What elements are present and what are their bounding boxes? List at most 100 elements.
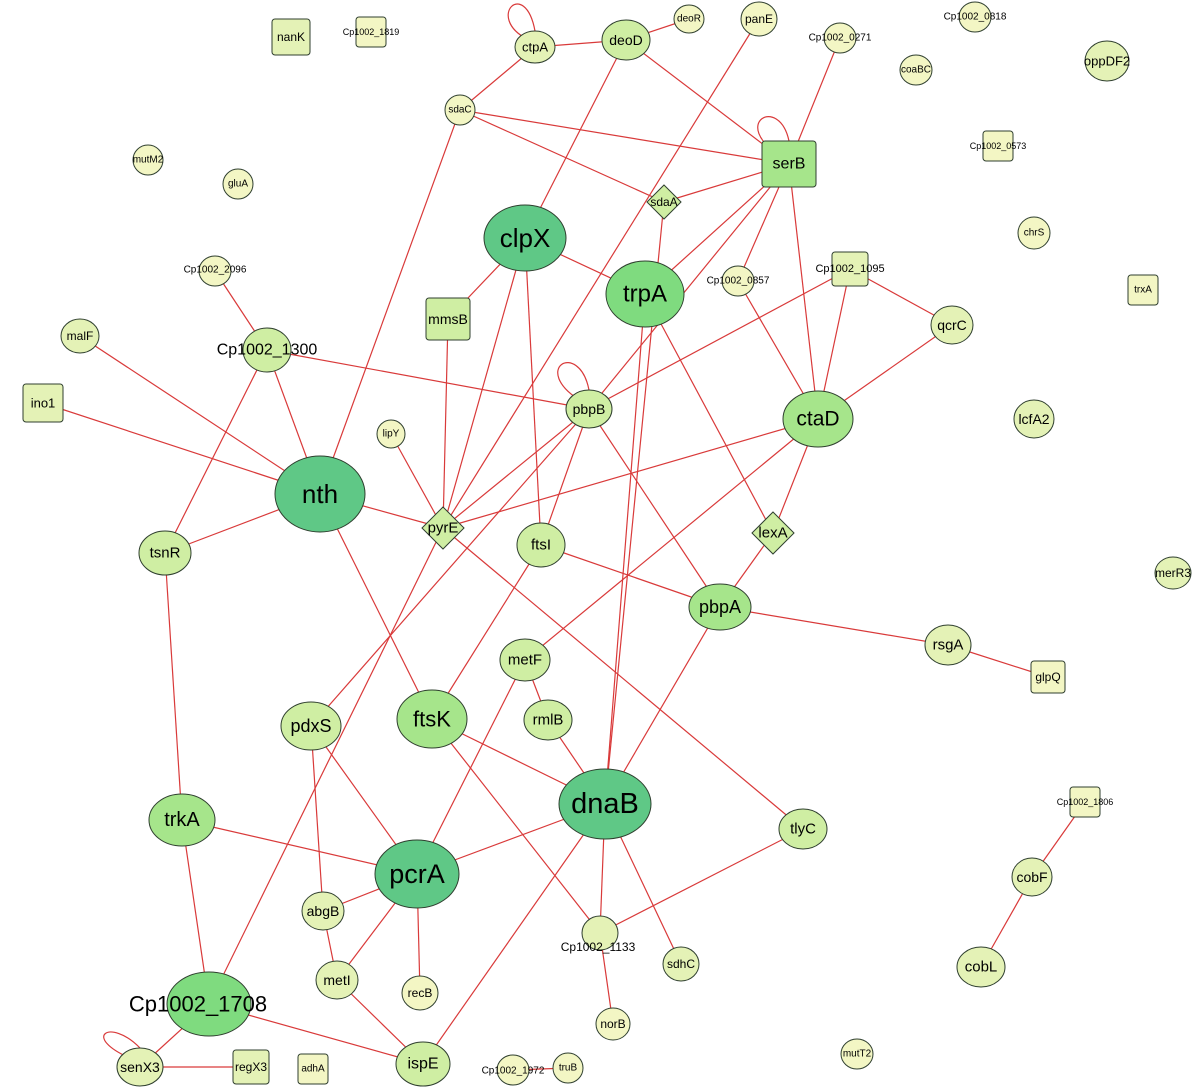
edge-lipY-pyrE — [390, 433, 444, 529]
node-panE[interactable]: panE — [740, 1, 778, 37]
edge-pbpB-pdxS — [310, 408, 590, 727]
edge-sdaC-nth — [319, 109, 461, 495]
node-recB[interactable]: recB — [401, 975, 439, 1011]
node-norB[interactable]: norB — [595, 1007, 631, 1041]
node-chrS[interactable]: chrS — [1017, 216, 1051, 250]
node-pbpA[interactable]: pbpA — [688, 583, 752, 631]
node-mmsB[interactable]: mmsB — [425, 297, 471, 341]
node-nth[interactable]: nth — [274, 455, 366, 533]
node-ftsK[interactable]: ftsK — [396, 689, 468, 749]
node-cp1819[interactable]: Cp1002_1819 — [343, 16, 400, 48]
node-deoR[interactable]: deoR — [673, 4, 705, 34]
node-ispE[interactable]: ispE — [395, 1041, 451, 1087]
node-cp1095[interactable]: Cp1002_1095 — [815, 251, 885, 287]
node-glpQ[interactable]: glpQ — [1030, 660, 1066, 694]
node-rmlB[interactable]: rmlB — [523, 699, 573, 741]
node-metI[interactable]: metI — [315, 960, 359, 1000]
node-cobL[interactable]: cobL — [956, 946, 1006, 988]
node-shape-abgB — [301, 891, 345, 931]
node-regX3[interactable]: regX3 — [232, 1049, 270, 1085]
node-truB[interactable]: truB — [552, 1052, 584, 1084]
node-ftsI[interactable]: ftsI — [516, 522, 566, 568]
node-dnaB[interactable]: dnaB — [558, 768, 652, 840]
node-metF[interactable]: metF — [499, 638, 551, 682]
node-shape-pbpB — [565, 389, 613, 429]
node-shape-cp0857 — [721, 265, 755, 297]
node-shape-glpQ — [1030, 660, 1066, 694]
node-shape-sdaC — [444, 94, 476, 126]
node-clpX[interactable]: clpX — [483, 204, 567, 272]
node-tsnR[interactable]: tsnR — [138, 530, 192, 576]
node-sdaC[interactable]: sdaC — [444, 94, 476, 126]
node-label-deoR: deoR — [677, 14, 701, 25]
node-cp1708[interactable]: Cp1002_1708 — [129, 971, 267, 1037]
node-label-cp1300: Cp1002_1300 — [217, 342, 318, 359]
node-cp2096[interactable]: Cp1002_2096 — [184, 255, 247, 287]
edge-trpA-dnaB — [604, 293, 646, 805]
node-cp1133[interactable]: Cp1002_1133 — [561, 915, 636, 954]
node-merR3[interactable]: merR3 — [1154, 556, 1192, 590]
node-cp0573[interactable]: Cp1002_0573 — [970, 130, 1027, 162]
node-rsgA[interactable]: rsgA — [924, 624, 972, 666]
node-label-cp1806: Cp1002_1806 — [1057, 797, 1114, 807]
node-label-regX3: regX3 — [235, 1060, 267, 1074]
node-coaBC[interactable]: coaBC — [899, 54, 933, 86]
node-lexA[interactable]: lexA — [751, 511, 795, 555]
edge-ctaD-metF — [524, 418, 819, 661]
node-malF[interactable]: malF — [60, 318, 100, 354]
node-shape-cp0818 — [958, 1, 992, 33]
node-label-rmlB: rmlB — [533, 712, 564, 729]
node-cp0271[interactable]: Cp1002_0271 — [809, 22, 872, 54]
node-adhA[interactable]: adhA — [297, 1053, 329, 1085]
node-shape-adhA — [297, 1053, 329, 1085]
node-cp1806[interactable]: Cp1002_1806 — [1057, 786, 1114, 818]
node-mutT2[interactable]: mutT2 — [840, 1038, 874, 1070]
edge-ftsI-pbpA — [540, 544, 721, 608]
node-lipY[interactable]: lipY — [376, 419, 406, 449]
node-label-cp1708: Cp1002_1708 — [129, 992, 267, 1017]
node-senX3[interactable]: senX3 — [116, 1047, 164, 1087]
node-lcfA2[interactable]: lcfA2 — [1013, 399, 1055, 439]
node-mutM2[interactable]: mutM2 — [132, 144, 164, 176]
edge-malF-nth — [79, 335, 321, 495]
node-pbpB[interactable]: pbpB — [565, 389, 613, 429]
node-cp0818[interactable]: Cp1002_0818 — [944, 1, 1007, 33]
node-serB[interactable]: serB — [761, 140, 817, 188]
node-tlyC[interactable]: tlyC — [778, 808, 828, 850]
node-cp0857[interactable]: Cp1002_0857 — [707, 265, 770, 297]
node-sdhC[interactable]: sdhC — [662, 946, 700, 982]
node-shape-pyrE — [421, 506, 465, 550]
node-label-qcrC: qcrC — [937, 317, 967, 333]
node-label-nth: nth — [302, 479, 338, 509]
edge-metF-pcrA — [416, 659, 526, 875]
node-cp1300[interactable]: Cp1002_1300 — [217, 327, 318, 373]
node-trxA[interactable]: trxA — [1127, 274, 1159, 306]
node-trpA[interactable]: trpA — [605, 260, 685, 328]
node-qcrC[interactable]: qcrC — [930, 305, 974, 345]
node-nanK[interactable]: nanK — [271, 18, 311, 56]
node-abgB[interactable]: abgB — [301, 891, 345, 931]
node-shape-senX3 — [116, 1047, 164, 1087]
node-shape-trkA — [148, 793, 216, 847]
node-shape-mutM2 — [132, 144, 164, 176]
node-trkA[interactable]: trkA — [148, 793, 216, 847]
node-pyrE[interactable]: pyrE — [421, 506, 465, 550]
edge-pbpB-pbpA — [588, 408, 721, 608]
node-gluA[interactable]: gluA — [222, 168, 254, 200]
node-cobF[interactable]: cobF — [1011, 857, 1053, 897]
node-label-truB: truB — [559, 1063, 578, 1074]
node-shape-lcfA2 — [1013, 399, 1055, 439]
node-shape-nth — [274, 455, 366, 533]
node-label-ctpA: ctpA — [522, 40, 548, 55]
node-oppDF2[interactable]: oppDF2 — [1084, 40, 1130, 82]
node-label-malF: malF — [67, 329, 94, 343]
node-pdxS[interactable]: pdxS — [280, 701, 342, 751]
node-cp1972[interactable]: Cp1002_1972 — [482, 1054, 545, 1086]
node-shape-trpA — [605, 260, 685, 328]
node-sdaA[interactable]: sdaA — [646, 184, 682, 220]
node-ino1[interactable]: ino1 — [22, 383, 64, 423]
node-pcrA[interactable]: pcrA — [374, 839, 460, 909]
node-deoD[interactable]: deoD — [601, 19, 651, 61]
node-ctaD[interactable]: ctaD — [782, 390, 854, 448]
node-ctpA[interactable]: ctpA — [514, 30, 556, 64]
